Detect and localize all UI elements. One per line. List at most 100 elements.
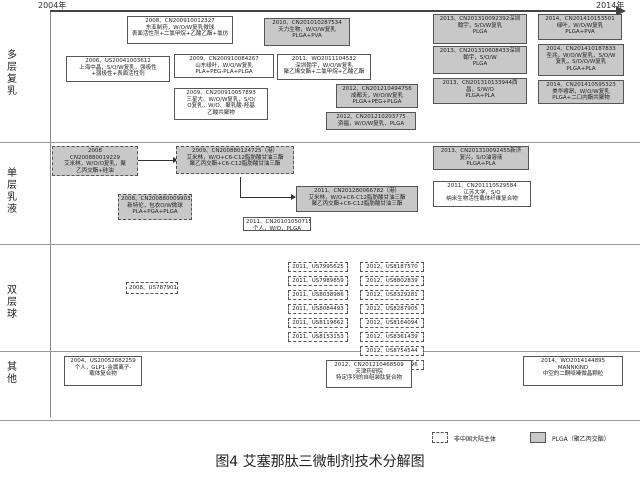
patent-box-line: 2014、WO2014144895 bbox=[540, 358, 606, 364]
patent-box-line: 新特伦，包衣O/W微球 bbox=[127, 202, 183, 209]
patent-box-line: 2012、US8164094 bbox=[366, 320, 418, 326]
patent-box-line: 2011、CN201110529584 bbox=[447, 183, 517, 189]
patent-box-line: 2012、US8754544 bbox=[366, 348, 418, 354]
patent-box-line: 2011、US7995625 bbox=[292, 264, 344, 270]
connector-line bbox=[240, 197, 292, 198]
patent-box-line: 2011、US7989859 bbox=[292, 278, 344, 284]
patent-box-line: 深圳翰宇，W/O/W复乳 bbox=[295, 62, 353, 69]
patent-box-line: 2012、CN201210468509 bbox=[334, 362, 404, 368]
patent-box-line: 2011、US8038986 bbox=[292, 292, 344, 298]
patent-box-line: 2012、CN201210203775 bbox=[336, 114, 406, 120]
patent-box-line: PLGA+二口内酯共聚物 bbox=[552, 95, 610, 102]
patent-box-line: 聚乙丙交酯+C6-C12脂肪酸甘油三酯 bbox=[311, 201, 403, 208]
patent-box-line: 表面活性剂+二氯甲烷+乙酸乙酯+氯仿 bbox=[131, 31, 229, 38]
patent-box-d0: 2008、US7879019 bbox=[126, 282, 178, 294]
connector-line bbox=[138, 160, 174, 161]
patent-box-line: 绿叶，W/O/W复乳 bbox=[556, 22, 604, 29]
category-double: 双层球 bbox=[7, 285, 17, 320]
patent-box-line: 2009、CN200910057893 bbox=[186, 90, 256, 96]
patent-box-d4: 2011、US8084493 bbox=[288, 304, 348, 314]
patent-box-line: 艾米林，W/O+C6-C12脂肪酸甘油三酯 bbox=[186, 154, 284, 161]
timeline-axis bbox=[50, 10, 620, 12]
patent-box-line: PLA+PGA+PLGA bbox=[132, 209, 178, 216]
patent-box-line: MANNKIND bbox=[557, 364, 589, 371]
patent-box-line: 美华睿昂，W/O/W复乳 bbox=[552, 88, 610, 95]
patent-box-line: PLGA+PLA bbox=[466, 161, 496, 168]
patent-box-line: 翰宇，S/O/W bbox=[463, 54, 497, 61]
patent-box-line: 2012、US8802839 bbox=[366, 278, 418, 284]
patent-box-line: PLGA bbox=[472, 29, 488, 36]
patent-box-line: 昌，S/W/O bbox=[466, 86, 494, 93]
timeline-arrow-icon bbox=[616, 6, 626, 16]
connector-line bbox=[240, 177, 241, 198]
patent-box-line: 2013、CN201310092455新济 bbox=[440, 148, 522, 154]
patent-box-line: 个人，GLP1-金属离子- bbox=[74, 364, 132, 371]
patent-box-line: 翰宇，S/O/W复乳 bbox=[457, 22, 503, 29]
timeline-end: 2014年 bbox=[596, 1, 625, 10]
patent-box-line: 2014、CN201410153501 bbox=[545, 16, 615, 22]
patent-box-line: 2011、WO2011104532 bbox=[291, 56, 357, 62]
patent-box-line: 2013、CN201310133944西 bbox=[442, 80, 518, 86]
figure-caption: 图4 艾塞那肽三微制剂技术分解图 bbox=[215, 454, 425, 470]
patent-box-line: 2012、CN201210494756 bbox=[342, 86, 412, 92]
patent-box-line: 聚乙丙交酯+C6-C12脂肪酸甘油三酯 bbox=[189, 161, 281, 168]
patent-box-line: 天力生物，W/O/W复乳 bbox=[278, 26, 336, 33]
patent-box-line: 乙酸共聚物 bbox=[207, 109, 235, 116]
patent-box-line: 山东绿叶，W/O/W复乳 bbox=[195, 62, 253, 69]
patent-box-line: 2012、US8187570 bbox=[366, 264, 418, 270]
patent-box-line: 2012、US8361439 bbox=[366, 334, 418, 340]
patent-box-d8: 2012、US8802839 bbox=[360, 276, 424, 286]
patent-box-line: 2004、US20052682259 bbox=[70, 358, 136, 364]
patent-box-line: 圣兆，W/O/W复乳，S/O/W bbox=[546, 52, 616, 59]
patent-box-line: 2006、US20041003612 bbox=[85, 58, 151, 64]
row-separator bbox=[0, 351, 640, 352]
patent-box-line: PLGA+PVA bbox=[292, 33, 322, 40]
patent-box-line: 2008 bbox=[88, 148, 102, 154]
patent-box-line: 纳米生物活性载体纤维复合物 bbox=[446, 196, 518, 203]
patent-box-line: 2010、CN201010287534 bbox=[272, 20, 342, 26]
patent-box-d7: 2012、US8187570 bbox=[360, 262, 424, 272]
row-separator bbox=[0, 244, 640, 245]
patent-box-line: PLA+PEG-PLA+PLGA bbox=[195, 69, 253, 76]
legend-swatch-dashed bbox=[432, 432, 448, 443]
category-other: 其他 bbox=[7, 362, 17, 385]
patent-box-d10: 2012、US8287905 bbox=[360, 304, 424, 314]
patent-box-line: 2008、CN200880009903 bbox=[121, 196, 191, 202]
patent-box-line: CN200880019229 bbox=[70, 154, 120, 161]
row-separator bbox=[0, 420, 640, 421]
patent-box-line: 成都天，W/O/W复乳 bbox=[351, 92, 403, 99]
row-separator bbox=[0, 142, 640, 143]
patent-box-line: 2012、US8287905 bbox=[366, 306, 418, 312]
patent-box-s4: 2011、CN201280066782（港）艾米林，W/O+C6-C12脂肪酸甘… bbox=[296, 186, 418, 212]
patent-box-d5: 2011、US8119662 bbox=[288, 318, 348, 328]
legend-swatch-gray bbox=[530, 432, 546, 443]
patent-box-line: PLGA+PLA bbox=[465, 93, 495, 100]
patent-box-line: PLGA+PVA bbox=[565, 29, 595, 36]
patent-box-line: 2012、US8329281 bbox=[366, 292, 418, 298]
patent-box-line: 2011、US8153153 bbox=[292, 334, 344, 340]
patent-box-line: 2009、CN200910084267 bbox=[189, 56, 259, 62]
patent-box-d11: 2012、US8164094 bbox=[360, 318, 424, 328]
patent-box-line: 特定序列的自组装肽复合物 bbox=[335, 375, 402, 382]
patent-box-line: 复兴，S/O油溶液 bbox=[459, 154, 503, 161]
patent-box-line: 2008、CN200910012327 bbox=[145, 18, 215, 24]
patent-box-line: 2009、CN200880124725（港） bbox=[192, 148, 278, 154]
patent-box-line: 2008、US7879019 bbox=[129, 285, 178, 291]
